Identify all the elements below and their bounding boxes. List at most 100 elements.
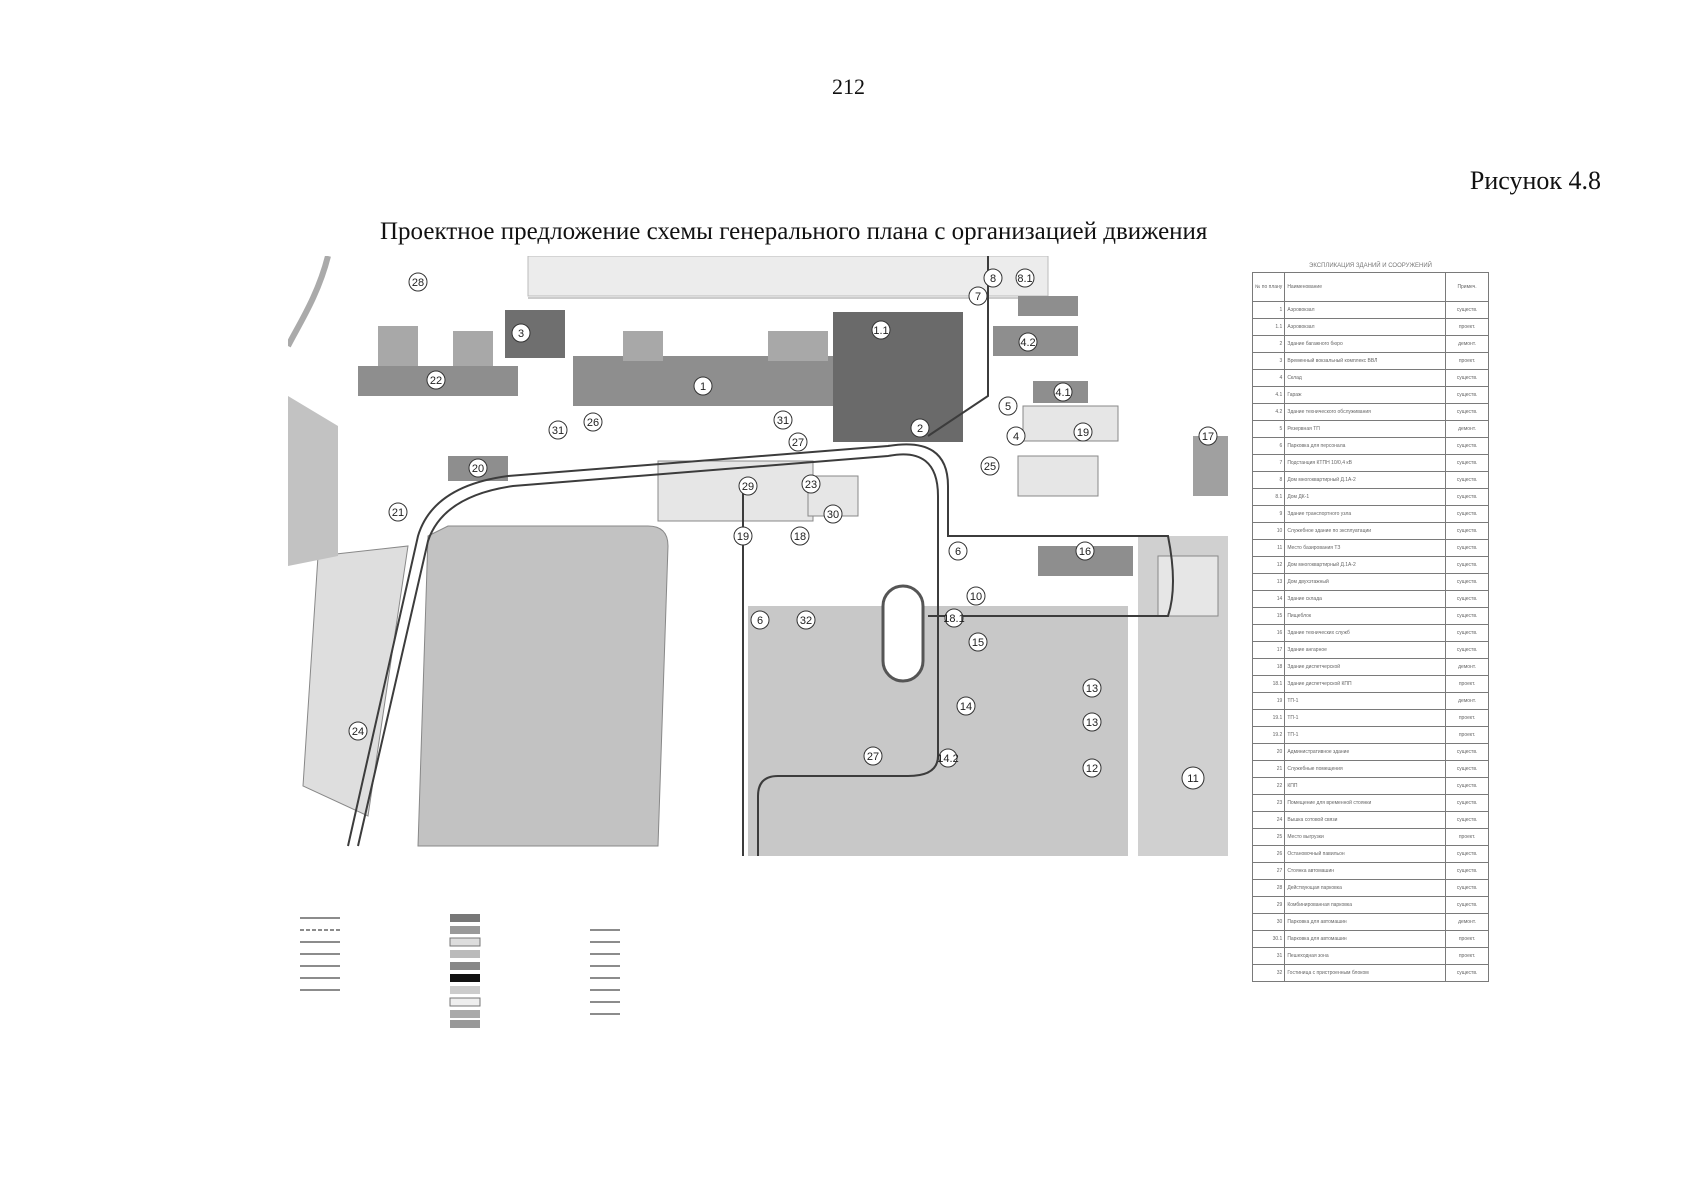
- table-cell: проект.: [1445, 947, 1489, 965]
- table-cell: Здание багажного бюро: [1284, 335, 1447, 353]
- svg-text:19: 19: [1077, 427, 1089, 439]
- service-road: [927, 256, 989, 437]
- svg-text:11: 11: [1187, 773, 1198, 785]
- parking-25: [1017, 455, 1099, 497]
- parking-29: [657, 460, 814, 522]
- plan-label: 13: [1082, 712, 1102, 732]
- explication-table: ЭКСПЛИКАЦИЯ ЗДАНИЙ И СООРУЖЕНИЙ № по пла…: [1251, 260, 1489, 982]
- parking-east: [1157, 555, 1219, 617]
- legend-traffic: [590, 929, 620, 1015]
- legend-swatches: [449, 914, 481, 1028]
- plan-label: 1.1: [871, 320, 891, 340]
- building-1c: [768, 331, 828, 361]
- left-field: [288, 396, 338, 566]
- table-cell: ТП-1: [1284, 726, 1447, 744]
- svg-text:15: 15: [972, 637, 984, 649]
- plan-label: 26: [583, 412, 603, 432]
- svg-text:14: 14: [960, 701, 972, 713]
- table-cell: проект.: [1445, 828, 1489, 846]
- table-cell: 10: [1251, 522, 1286, 540]
- svg-text:4.1: 4.1: [1055, 387, 1070, 399]
- parking-field: [417, 525, 669, 847]
- table-cell: ТП-1: [1284, 709, 1447, 727]
- plan-label: 14.2: [937, 748, 959, 768]
- svg-text:30: 30: [827, 509, 839, 521]
- table-cell: существ.: [1445, 301, 1489, 319]
- plan-label: 11: [1181, 766, 1205, 790]
- svg-text:17: 17: [1202, 431, 1214, 443]
- plan-label: 6: [750, 610, 770, 630]
- plan-label: 17: [1198, 426, 1218, 446]
- svg-text:22: 22: [430, 375, 442, 387]
- svg-text:31: 31: [552, 425, 564, 437]
- table-cell: Действующая парковка: [1284, 879, 1447, 897]
- plan-label: 32: [796, 610, 816, 630]
- table-cell: Дом ДК-1: [1284, 488, 1447, 506]
- building-22c: [453, 331, 493, 366]
- svg-text:4: 4: [1013, 431, 1019, 443]
- table-cell: 1.1: [1251, 318, 1286, 336]
- svg-text:13: 13: [1086, 683, 1098, 695]
- table-cell: 17: [1251, 641, 1286, 659]
- site-plan-drawing: 28 3 1.1 4.2 4.1 22 1 31 26 27 31 2 5 8 …: [288, 256, 1228, 856]
- table-cell: Здание диспетчерской КПП: [1284, 675, 1447, 693]
- table-cell: существ.: [1445, 539, 1489, 557]
- table-cell: 18.1: [1251, 675, 1286, 693]
- table-cell: Подстанция КТПН 10/0,4 кВ: [1284, 454, 1447, 472]
- table-cell: Временный вокзальный комплекс ВВЛ: [1284, 352, 1447, 370]
- table-cell: Пешеходная зона: [1284, 947, 1447, 965]
- table-cell: Служебные помещения: [1284, 760, 1447, 778]
- svg-text:29: 29: [742, 481, 754, 493]
- table-cell: 12: [1251, 556, 1286, 574]
- table-cell: существ.: [1445, 607, 1489, 625]
- plan-label: 5: [998, 396, 1018, 416]
- table-cell: Аэровокзал: [1284, 301, 1447, 319]
- plan-label: 12: [1082, 758, 1102, 778]
- main-road-2: [357, 453, 939, 856]
- svg-text:10: 10: [970, 591, 982, 603]
- table-cell: Вышка сотовой связи: [1284, 811, 1447, 829]
- svg-text:4.2: 4.2: [1020, 337, 1035, 349]
- plan-label: 22: [426, 370, 446, 390]
- svg-text:8: 8: [990, 273, 996, 285]
- page-number: 212: [832, 74, 865, 99]
- plan-label: 8.1: [1015, 268, 1035, 288]
- svg-text:1: 1: [700, 381, 706, 393]
- plan-legend: [300, 912, 780, 1028]
- plan-label: 15: [968, 632, 988, 652]
- table-cell: 32: [1251, 964, 1286, 982]
- table-cell: Здание ангарное: [1284, 641, 1447, 659]
- table-cell: существ.: [1445, 777, 1489, 795]
- table-cell: Административное здание: [1284, 743, 1447, 761]
- svg-text:31: 31: [777, 415, 789, 427]
- svg-text:1.1: 1.1: [873, 325, 888, 337]
- table-cell: проект.: [1445, 352, 1489, 370]
- table-cell: 4.2: [1251, 403, 1286, 421]
- table-cell: Дом двухэтажный: [1284, 573, 1447, 591]
- table-cell: Здание склада: [1284, 590, 1447, 608]
- figure-label: Рисунок 4.8: [1469, 166, 1601, 195]
- table-cell: Гостиница с пристроенным блоком: [1284, 964, 1447, 982]
- table-cell: существ.: [1445, 454, 1489, 472]
- svg-text:27: 27: [792, 437, 804, 449]
- plan-label: 4.1: [1053, 382, 1073, 402]
- explication-title: ЭКСПЛИКАЦИЯ ЗДАНИЙ И СООРУЖЕНИЙ: [1309, 263, 1432, 269]
- table-cell: существ.: [1445, 879, 1489, 897]
- table-cell: существ.: [1445, 743, 1489, 761]
